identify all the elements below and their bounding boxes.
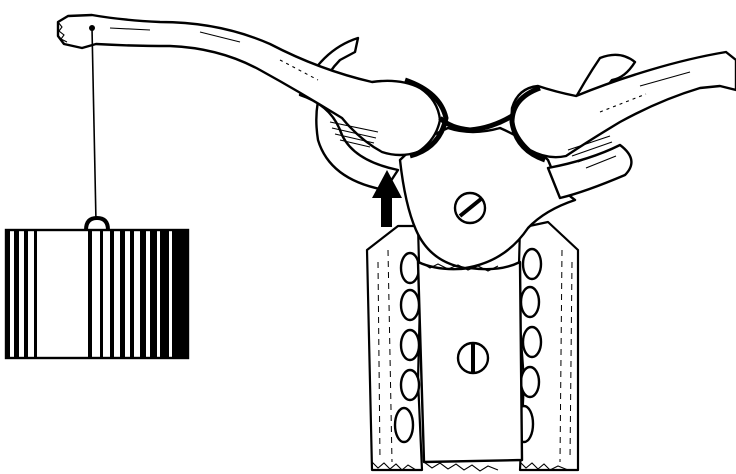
- lower-screw-icon: [458, 343, 488, 373]
- weight-block: [6, 230, 188, 358]
- hanging-weight: [6, 25, 188, 358]
- upper-screw-icon: [455, 193, 485, 223]
- left-clavicle: [58, 15, 446, 156]
